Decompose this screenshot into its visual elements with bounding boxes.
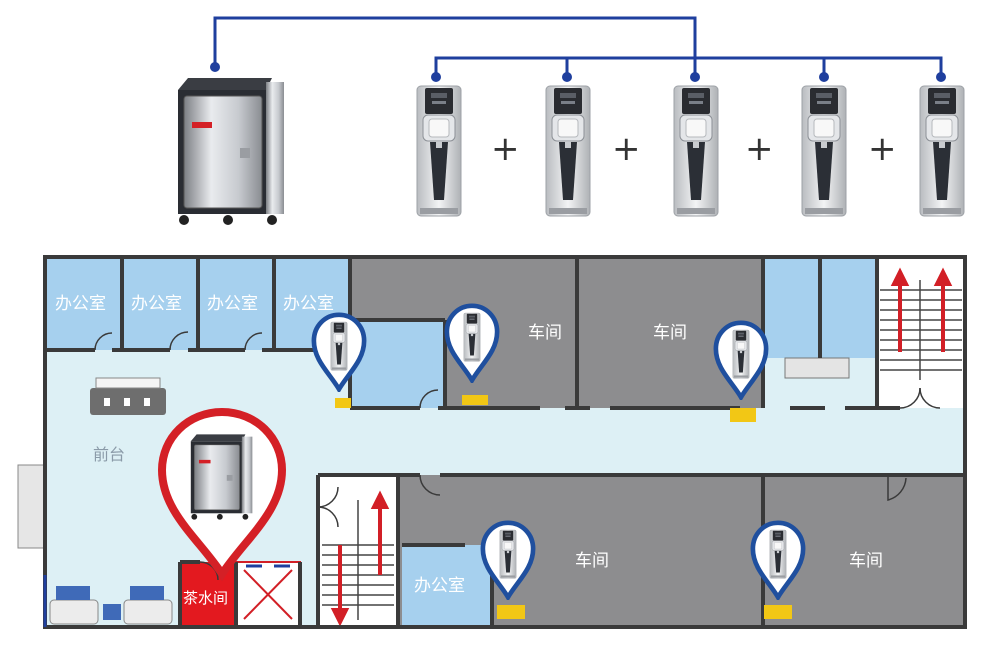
central-purifier-icon (190, 434, 253, 520)
office-label: 办公室 (131, 294, 182, 314)
plus-sign: + (612, 129, 641, 169)
office-label: 办公室 (283, 294, 334, 314)
floor-plan (17, 255, 967, 629)
plus-sign: + (868, 129, 897, 169)
workshop-label: 车间 (575, 551, 609, 571)
dispenser-markers (335, 395, 792, 619)
water-dispenser-icon (919, 85, 965, 217)
network-nodes (210, 62, 946, 82)
workshop-label: 车间 (528, 323, 562, 343)
central-purifier-icon (177, 77, 285, 226)
office-label: 办公室 (55, 294, 106, 314)
supply-network (213, 16, 943, 77)
plus-sign: + (745, 129, 774, 169)
office-label: 办公室 (414, 576, 465, 596)
central-location-pin-icon (157, 407, 287, 582)
tea-room-label: 茶水间 (183, 589, 228, 607)
water-dispenser-icon (801, 85, 847, 217)
front-desk-label: 前台 (93, 445, 125, 464)
workshop-label: 车间 (849, 551, 883, 571)
plus-sign: + (491, 129, 520, 169)
office-label: 办公室 (207, 294, 258, 314)
water-dispenser-icon (673, 85, 719, 217)
water-dispenser-icon (545, 85, 591, 217)
water-dispenser-icon (416, 85, 462, 217)
workshop-label: 车间 (653, 323, 687, 343)
